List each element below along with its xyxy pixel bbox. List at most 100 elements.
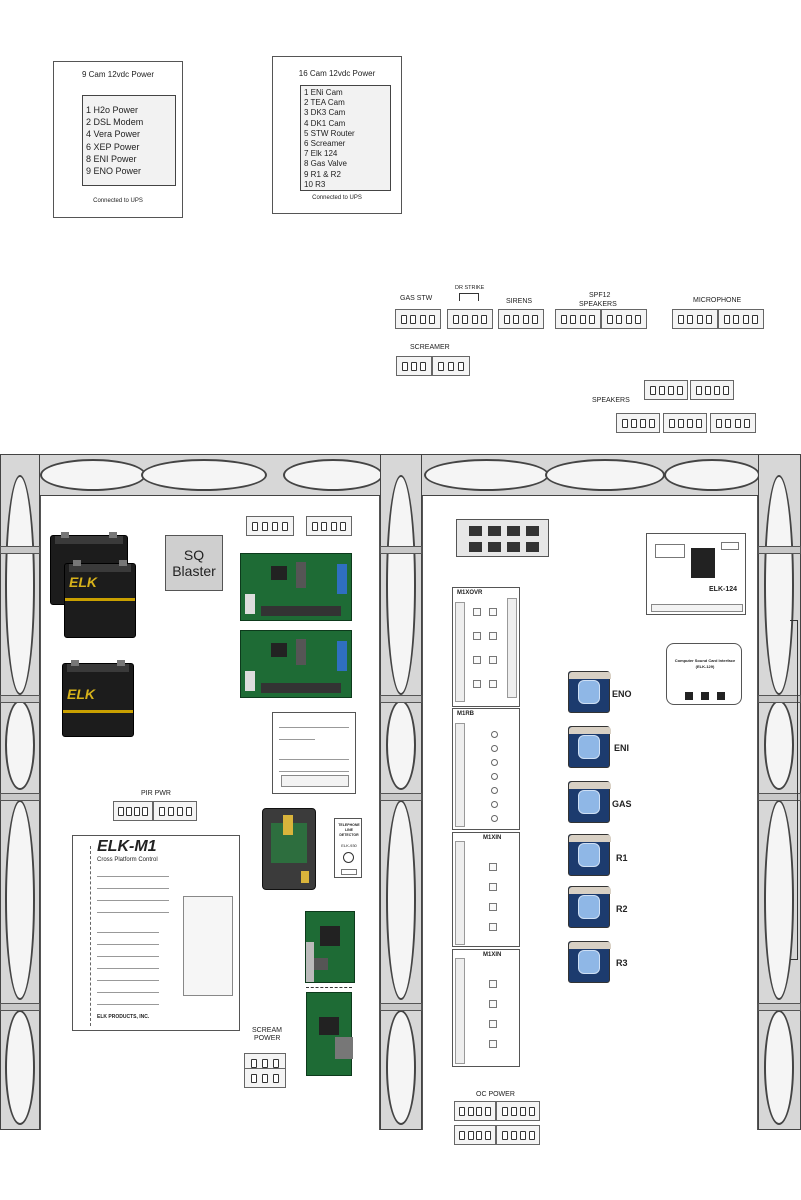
- center-rail-oval-1: [386, 475, 416, 695]
- power-box-16-item: 5 STW Router: [304, 128, 355, 138]
- m1xovr-expander: M1XOVR: [452, 587, 520, 707]
- power-box-9-title: 9 Cam 12vdc Power: [81, 70, 155, 79]
- power-supply-board-1: [240, 553, 352, 621]
- oc-power-terminal-c: [454, 1125, 496, 1145]
- relay-gas-label: GAS: [612, 799, 632, 809]
- rack-rung: [380, 546, 422, 554]
- elk-930-detector: TELEPHONE LINE DETECTOR ELK-930: [334, 818, 362, 878]
- left-rail-oval-3: [5, 800, 35, 1000]
- dr-strike-terminal: [447, 309, 493, 329]
- right-rail-oval-1: [764, 475, 794, 695]
- pir-pwr-terminal-a: [113, 801, 153, 821]
- power-box-9-cam: 9 Cam 12vdc Power 1 H2o Power 2 DSL Modem…: [53, 61, 183, 218]
- m1-dialer-module: [262, 808, 316, 890]
- power-box-16-item: 3 DK3 Cam: [304, 108, 346, 118]
- m1xin-1-label: M1XIN: [483, 835, 502, 841]
- left-panel-terminal-b: [306, 516, 352, 536]
- gas-stw-terminal: [395, 309, 441, 329]
- power-box-16-item: 4 DK1 Cam: [304, 118, 346, 128]
- speakers-terminal-bottom-b: [663, 413, 707, 433]
- power-box-9-item: 1 H2o Power: [86, 105, 139, 115]
- sq-blaster-line1: SQ: [183, 546, 205, 563]
- relay-eni: [568, 726, 611, 768]
- rack-rung: [0, 1003, 40, 1011]
- relay-eno: [568, 671, 611, 713]
- power-box-16-title: 16 Cam 12vdc Power: [298, 69, 376, 78]
- speakers-terminal-bottom-c: [710, 413, 756, 433]
- rack-rung: [0, 793, 40, 801]
- rack-rung: [758, 546, 801, 554]
- sq-blaster-line2: Blaster: [172, 563, 216, 579]
- pir-pwr-terminal-b: [153, 801, 197, 821]
- power-box-16-item: 2 TEA Cam: [304, 98, 345, 108]
- battery-2-brand: ELK: [69, 574, 97, 590]
- relay-r3-label: R3: [616, 958, 628, 968]
- speakers-terminal-bottom-a: [616, 413, 660, 433]
- right-rail-oval-2: [764, 700, 794, 790]
- power-box-16-item: 10 R3: [304, 179, 326, 189]
- relay-r3: [568, 941, 611, 983]
- elk-m1-title: ELK-M1: [97, 838, 157, 855]
- power-box-16-item: 9 R1 & R2: [304, 169, 341, 179]
- rack-rung: [758, 1003, 801, 1011]
- power-box-16-item: 8 Gas Valve: [304, 159, 347, 169]
- elk-124-label: ELK-124: [709, 586, 738, 593]
- rack-rung: [380, 793, 422, 801]
- spf12-terminal-b: [601, 309, 647, 329]
- dr-strike-bracket: [459, 293, 479, 301]
- oc-power-terminal-d: [496, 1125, 540, 1145]
- sirens-terminal: [498, 309, 544, 329]
- relay-eni-label: ENI: [614, 743, 630, 753]
- relay-r2: [568, 886, 611, 928]
- scream-power-label-2: POWER: [254, 1035, 281, 1042]
- power-box-16-item: 7 Elk 124: [304, 149, 338, 159]
- pir-pwr-label: PIR PWR: [141, 790, 171, 797]
- elk-relay-card: [272, 712, 356, 794]
- rack-top-oval-3: [283, 459, 383, 491]
- m1xovr-label: M1XOVR: [457, 590, 483, 596]
- left-rail-oval-1: [5, 475, 35, 695]
- power-box-9-footer: Connected to UPS: [93, 198, 143, 204]
- spf12-terminal-a: [555, 309, 601, 329]
- dr-strike-label: DR STRIKE: [455, 285, 485, 291]
- power-box-16-item: 6 Screamer: [304, 139, 346, 149]
- speakers-terminal-top-b: [690, 380, 734, 400]
- scream-power-label-1: SCREAM: [252, 1027, 282, 1034]
- center-rail-oval-2: [386, 700, 416, 790]
- speakers-terminal-top-a: [644, 380, 688, 400]
- ethernet-board: [305, 911, 355, 983]
- m1rb-label: M1RB: [457, 711, 475, 717]
- relay-eno-label: ENO: [612, 689, 632, 699]
- power-supply-board-2: [240, 630, 352, 698]
- battery-3-brand: ELK: [67, 686, 95, 702]
- battery-2: ELK: [64, 560, 136, 638]
- serial-board: [306, 992, 353, 1076]
- serial-board-ribbon: [306, 987, 352, 993]
- elk-124-board: ELK-124: [646, 533, 746, 615]
- power-box-9-item: 6 XEP Power: [86, 141, 140, 152]
- m1xin-expander-2: M1XIN: [452, 949, 520, 1067]
- center-rail-oval-3: [386, 800, 416, 1000]
- relay-r1-label: R1: [616, 853, 628, 863]
- elk-m1-subtitle: Cross Platform Control: [97, 857, 158, 863]
- oc-power-label: OC POWER: [476, 1091, 515, 1098]
- sound-card-title: Computer Sound Card Interface (ELK-129): [674, 658, 736, 669]
- microphone-terminal-b: [718, 309, 764, 329]
- screamer-terminal-b: [432, 356, 470, 376]
- rack-top-oval-2: [141, 459, 267, 491]
- rack-top-oval-6: [664, 459, 760, 491]
- power-box-9-item: 2 DSL Modem: [86, 117, 144, 128]
- speakers-label: SPEAKERS: [592, 397, 630, 404]
- oc-power-terminal-a: [454, 1101, 496, 1121]
- rack-top-oval-5: [545, 459, 665, 491]
- rack-top-oval-1: [40, 459, 146, 491]
- left-panel-terminal-a: [246, 516, 294, 536]
- relay-r1: [568, 834, 611, 876]
- power-box-16-item: 1 ENi Cam: [304, 88, 343, 97]
- right-rail-oval-3: [764, 800, 794, 1000]
- rack-rung: [0, 695, 40, 703]
- elk-930-logo: [343, 852, 354, 863]
- relay-gas: [568, 781, 611, 823]
